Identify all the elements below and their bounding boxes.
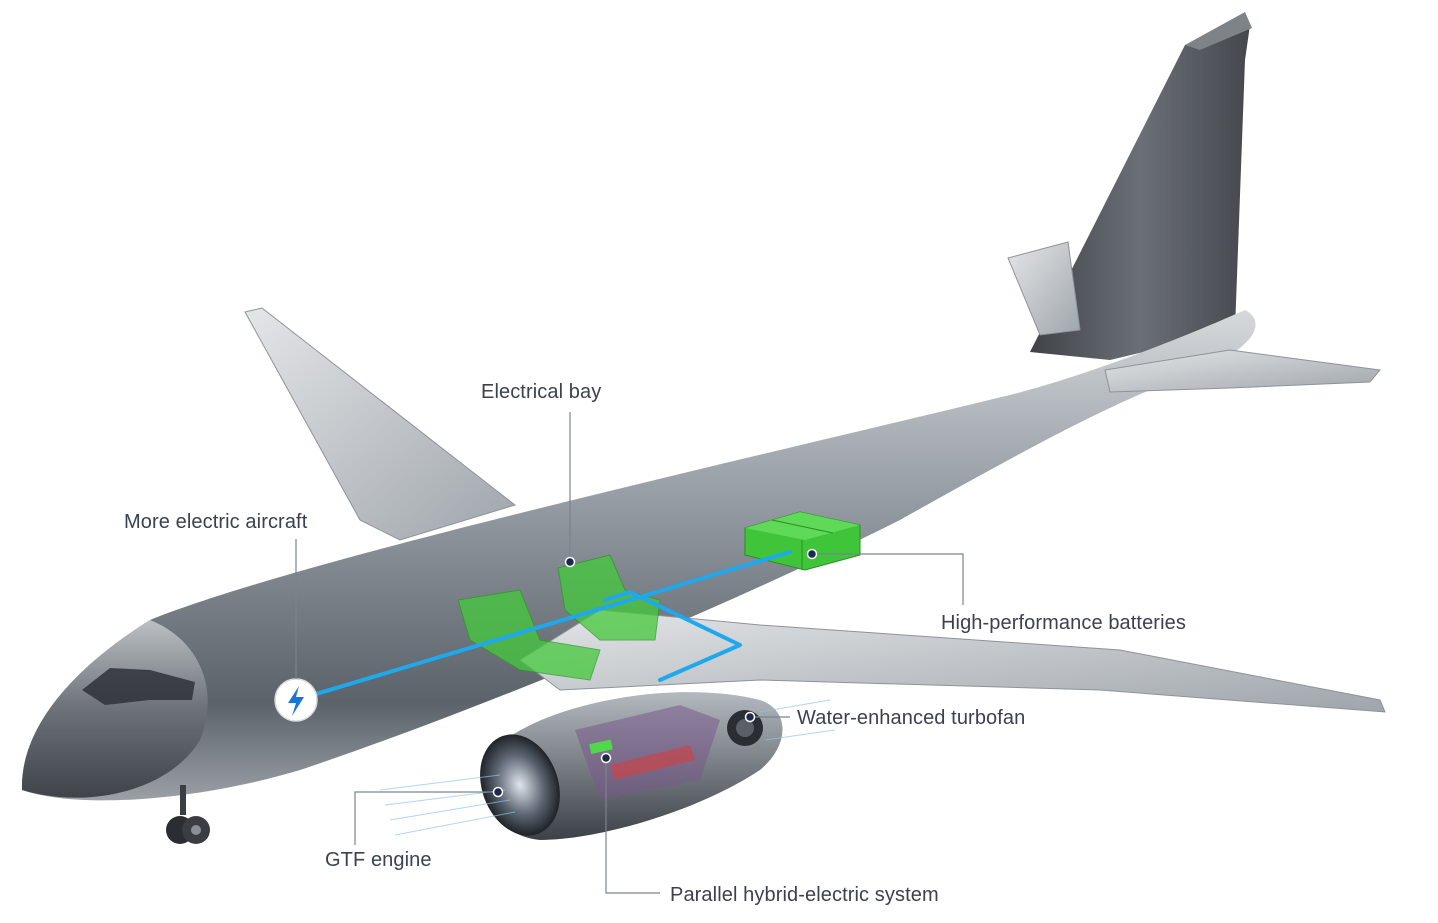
right-horizontal-stabilizer: [1104, 349, 1381, 393]
engine-intake: [480, 734, 560, 836]
engine-exhaust-core: [736, 719, 754, 737]
lightning-bolt-icon: [274, 678, 318, 722]
leader-hybrid: [605, 758, 660, 894]
callout-high-performance-batteries: High-performance batteries: [941, 612, 1186, 634]
dot-gtf: [492, 786, 504, 798]
dot-hybrid: [600, 752, 612, 764]
tail-fin: [1030, 25, 1250, 360]
leader-batteries: [812, 553, 964, 605]
power-distribution-lines: [294, 550, 792, 702]
callout-water-enhanced-turbofan: Water-enhanced turbofan: [797, 707, 1026, 729]
callout-more-electric-aircraft: More electric aircraft: [124, 511, 308, 533]
cockpit-windows: [82, 668, 195, 705]
tail-fin-tip: [1185, 12, 1252, 50]
dot-batteries: [806, 548, 818, 560]
nose-landing-gear: [166, 785, 210, 844]
callout-parallel-hybrid-electric-system: Parallel hybrid-electric system: [670, 884, 939, 906]
dot-turbofan: [744, 711, 756, 723]
callout-electrical-bay: Electrical bay: [481, 381, 602, 403]
nose-cone: [21, 620, 208, 798]
leader-lines: [295, 412, 964, 894]
leader-gtf: [354, 791, 498, 845]
dot-electrical-bay: [564, 556, 576, 568]
callout-dots: [492, 548, 818, 798]
engine-core-green: [589, 739, 613, 754]
callout-gtf-engine: GTF engine: [325, 849, 432, 871]
left-wing: [244, 307, 517, 541]
engine-core-cutaway: [575, 705, 720, 800]
fuselage: [21, 310, 1256, 801]
left-horizontal-stabilizer: [1007, 241, 1081, 336]
engine-core-red: [610, 745, 695, 780]
